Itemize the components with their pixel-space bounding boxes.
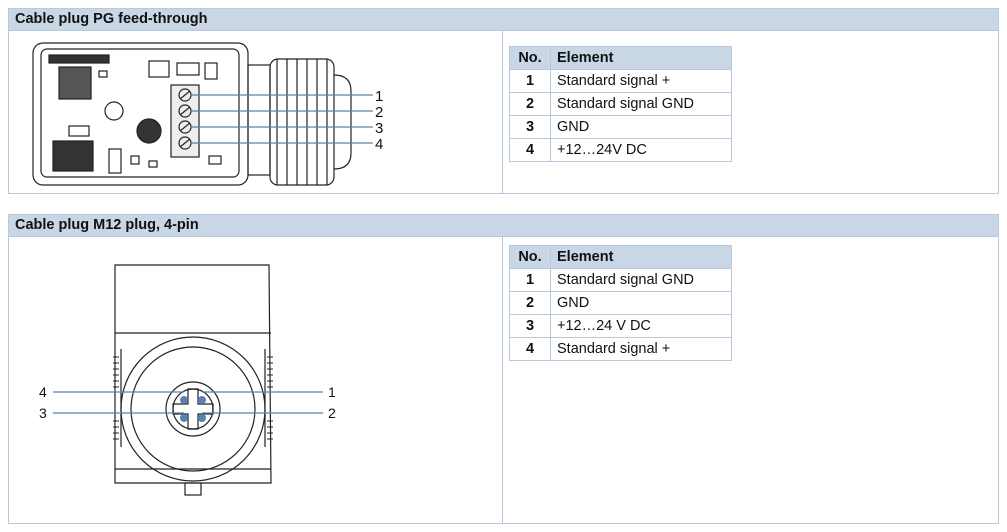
pin-assignment-table: No. Element 1 Standard signal + 2 Standa… xyxy=(509,46,732,162)
header-element: Element xyxy=(550,245,732,269)
pin-label-1: 1 xyxy=(328,384,336,400)
pg-plug-drawing: 1 2 3 4 xyxy=(9,31,502,193)
section-title: Cable plug PG feed-through xyxy=(9,9,998,31)
row-no: 2 xyxy=(509,291,551,315)
pin-label-1: 1 xyxy=(375,88,383,105)
row-element: Standard signal + xyxy=(550,337,732,361)
pg-feedthrough-section: Cable plug PG feed-through xyxy=(8,8,999,194)
row-no: 3 xyxy=(509,115,551,139)
row-no: 4 xyxy=(509,138,551,162)
row-element: Standard signal GND xyxy=(550,92,732,116)
table-row: 1 Standard signal GND xyxy=(509,268,732,292)
row-element: Standard signal GND xyxy=(550,268,732,292)
header-no: No. xyxy=(509,245,551,269)
row-element: Standard signal + xyxy=(550,69,732,93)
pg-plug-diagram: 1 2 3 4 xyxy=(32,42,383,186)
row-element: +12…24V DC xyxy=(550,138,732,162)
table-row: 2 GND xyxy=(509,291,732,315)
column-divider xyxy=(502,237,503,523)
m12-plug-section: Cable plug M12 plug, 4-pin xyxy=(8,214,999,524)
row-no: 1 xyxy=(509,268,551,292)
pin-label-2: 2 xyxy=(375,104,383,121)
pin-label-3: 3 xyxy=(375,120,383,137)
m12-plug-diagram: 4 3 1 2 xyxy=(39,264,336,496)
row-no: 3 xyxy=(509,314,551,338)
pin-label-4: 4 xyxy=(375,136,383,153)
pin-label-4: 4 xyxy=(39,384,47,400)
table-row: 1 Standard signal + xyxy=(509,69,732,93)
pin-label-3: 3 xyxy=(39,405,47,421)
table-row: 3 +12…24 V DC xyxy=(509,314,732,338)
table-row: 2 Standard signal GND xyxy=(509,92,732,116)
row-element: +12…24 V DC xyxy=(550,314,732,338)
m12-plug-drawing: 4 3 1 2 xyxy=(9,237,502,523)
column-divider xyxy=(502,31,503,193)
header-no: No. xyxy=(509,46,551,70)
section-title: Cable plug M12 plug, 4-pin xyxy=(9,215,998,237)
row-no: 4 xyxy=(509,337,551,361)
table-header-row: No. Element xyxy=(509,46,732,70)
table-header-row: No. Element xyxy=(509,245,732,269)
row-no: 1 xyxy=(509,69,551,93)
table-row: 3 GND xyxy=(509,115,732,139)
table-row: 4 Standard signal + xyxy=(509,337,732,361)
pin-assignment-table: No. Element 1 Standard signal GND 2 GND … xyxy=(509,245,732,361)
row-no: 2 xyxy=(509,92,551,116)
row-element: GND xyxy=(550,291,732,315)
table-row: 4 +12…24V DC xyxy=(509,138,732,162)
header-element: Element xyxy=(550,46,732,70)
row-element: GND xyxy=(550,115,732,139)
pin-label-2: 2 xyxy=(328,405,336,421)
